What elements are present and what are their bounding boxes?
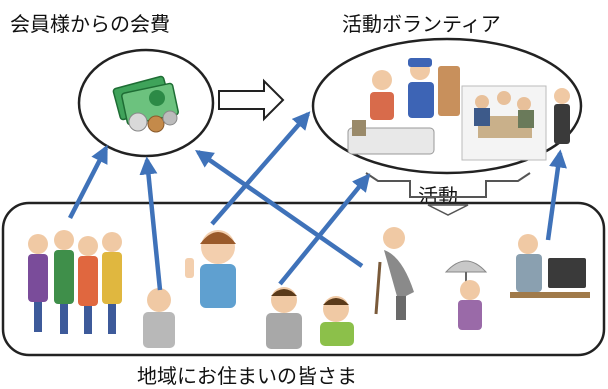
membership-fees-label: 会員様からの会費 xyxy=(10,12,170,36)
arrow-family-to-fees xyxy=(67,144,109,220)
activity-volunteers-label: 活動ボランティア xyxy=(342,12,501,36)
residents-label: 地域にお住まいの皆さま xyxy=(137,364,357,388)
woman-umbrella-icon xyxy=(444,260,488,330)
elderly-man-cane-icon xyxy=(374,227,414,320)
family-group-icon xyxy=(28,230,122,334)
arrow-elderly-to-fees xyxy=(139,156,163,291)
arrow-young-man-to-volunteers xyxy=(278,173,371,286)
woman-thumbs-up-icon xyxy=(185,230,236,308)
arrow-woman-to-volunteers xyxy=(210,111,311,226)
money-bills-coins-icon xyxy=(112,75,179,133)
volunteers-meeting-group-icon xyxy=(461,85,570,161)
activity-bracket-arrowhead xyxy=(427,204,469,216)
elderly-man-icon xyxy=(143,288,175,348)
arrow-cane-man-to-fees xyxy=(195,149,364,268)
arrow-computer-man-to-volunteers xyxy=(545,149,567,241)
flow-arrow-right xyxy=(218,78,285,122)
young-man-icon xyxy=(266,287,302,349)
boy-icon xyxy=(320,296,354,346)
volunteers-cleaning-group-icon xyxy=(347,58,460,155)
elderly-man-computer-icon xyxy=(510,234,590,298)
activity-bracket-arrow xyxy=(365,172,531,198)
